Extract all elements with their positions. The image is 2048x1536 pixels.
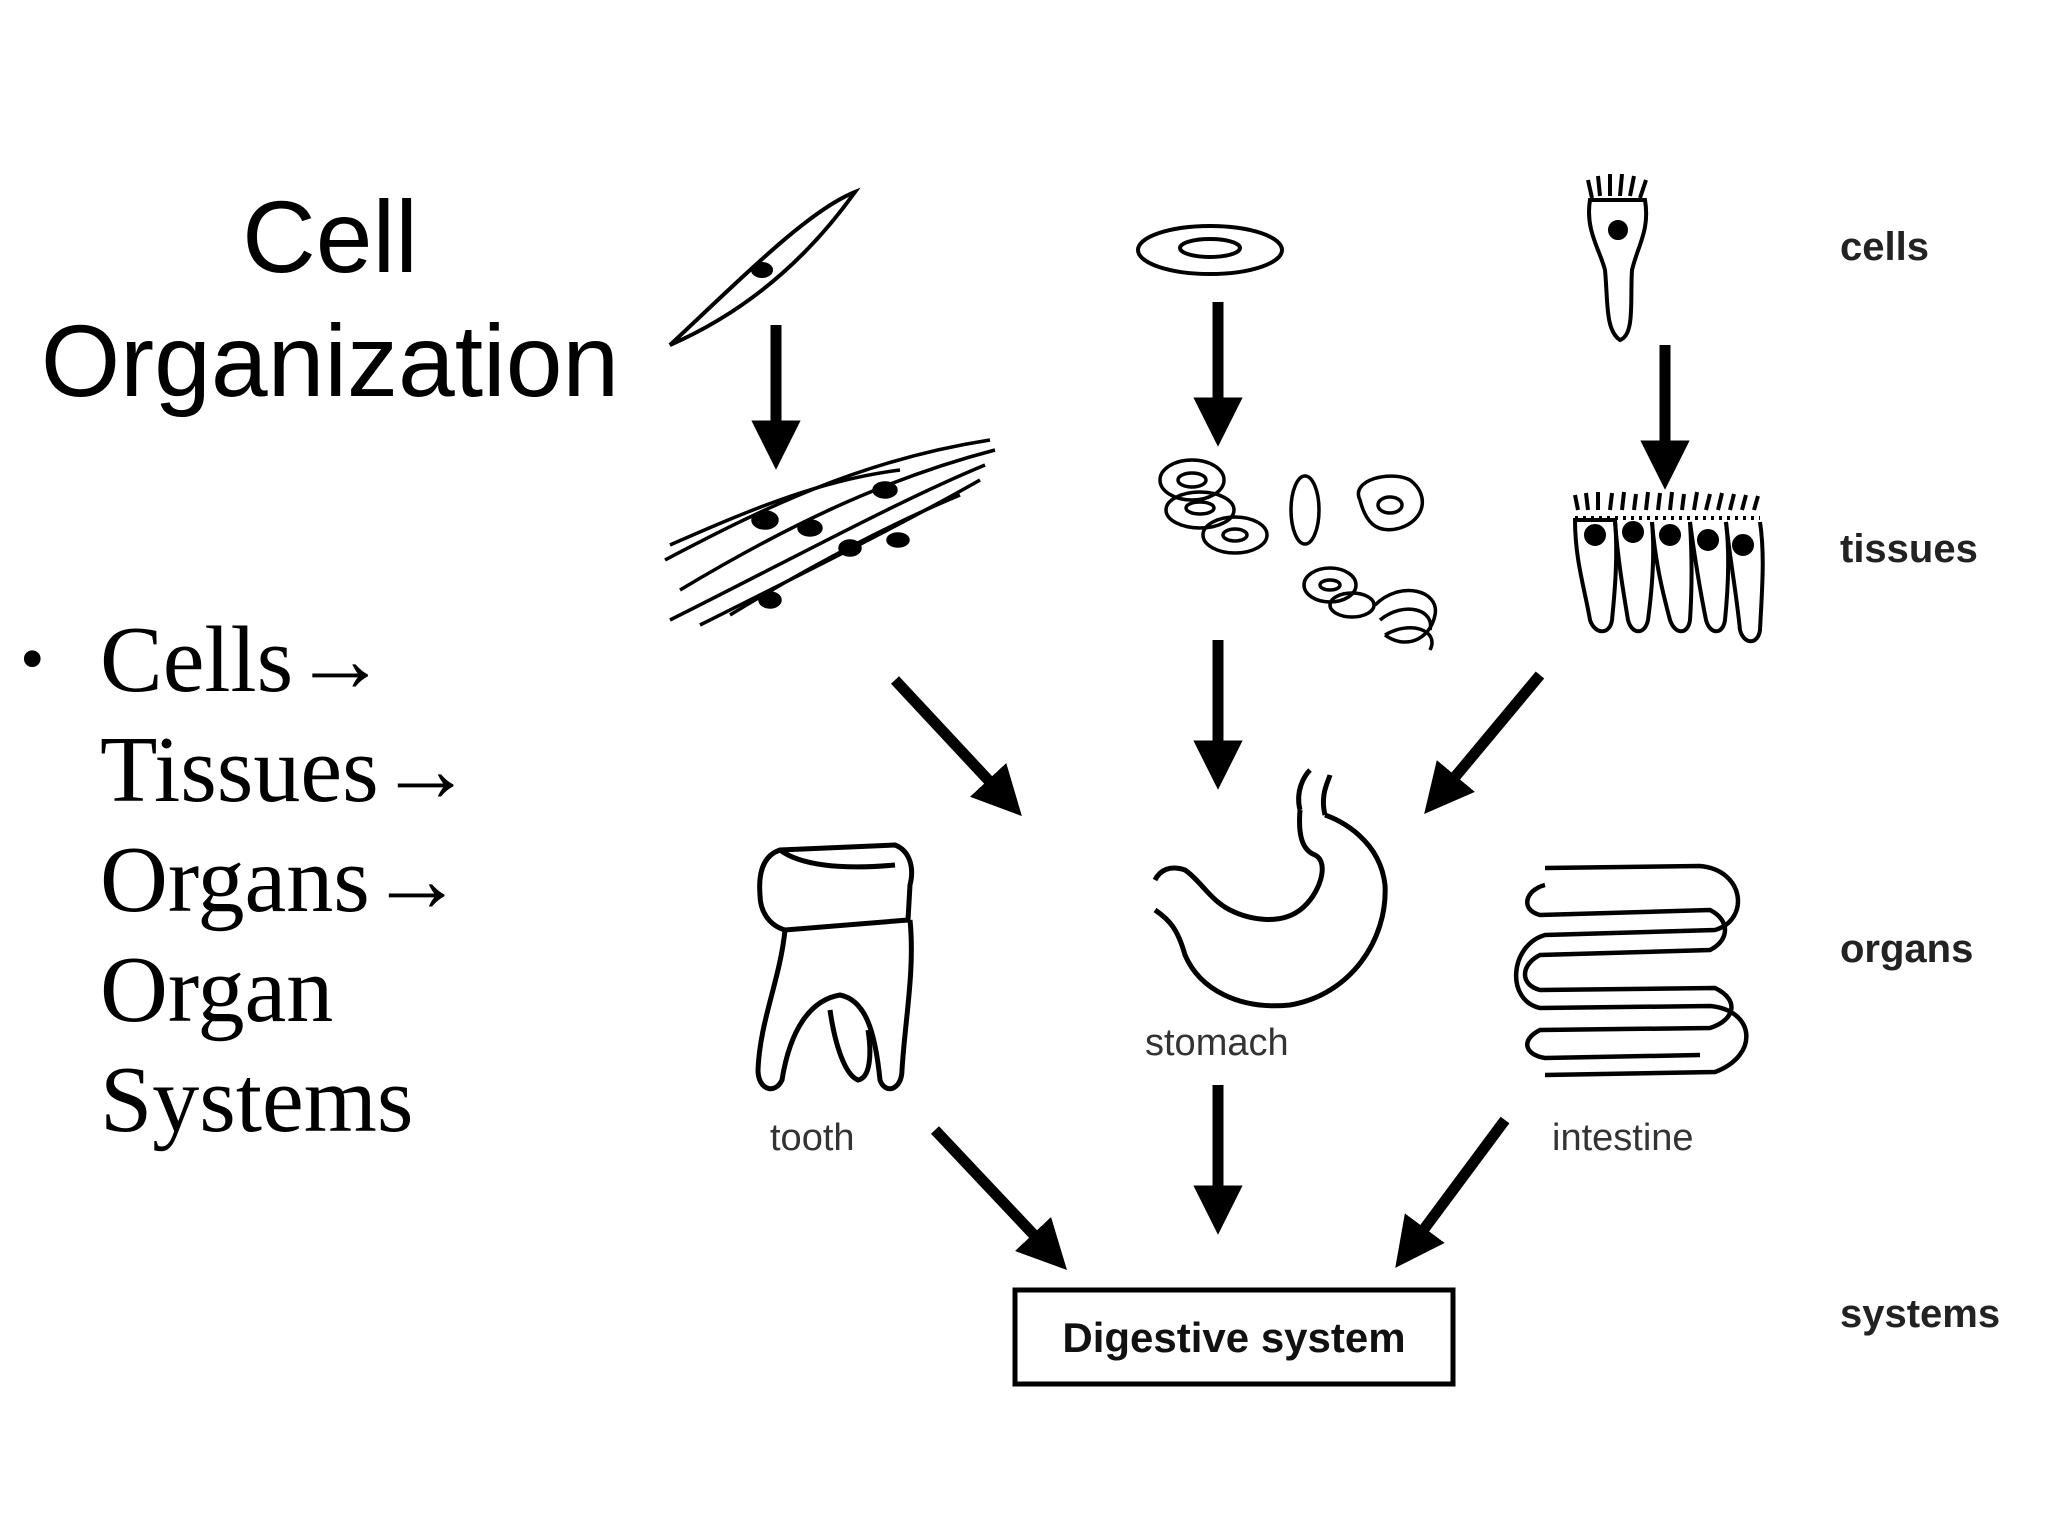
slide-title: Cell Organization bbox=[20, 175, 640, 423]
organ-label-tooth: tooth bbox=[770, 1117, 855, 1159]
arrow-tissue-to-organ-3 bbox=[1424, 671, 1545, 815]
bullet-line-systems: Systems bbox=[100, 1048, 414, 1152]
level-label-systems: systems bbox=[1840, 1292, 2000, 1336]
stomach-icon bbox=[1152, 768, 1388, 1009]
arrow-tissue-to-organ-1 bbox=[890, 676, 1022, 817]
blood-cell-icon bbox=[1136, 224, 1284, 276]
digestive-system-box bbox=[1012, 1287, 1456, 1387]
muscle-tissue-icon bbox=[664, 438, 996, 627]
organ-label-stomach: stomach bbox=[1145, 1022, 1289, 1064]
bullet-line-cells: Cells→ bbox=[100, 608, 388, 712]
bullet-marker: • bbox=[20, 621, 45, 698]
slide-title-line-2: Organization bbox=[40, 304, 620, 418]
bullet-line-organs: Organs→ bbox=[100, 828, 464, 932]
bullet-line-organ: Organ bbox=[100, 938, 334, 1042]
bullet-text: Cells→ Tissues→ Organs→ Organ Systems bbox=[100, 605, 473, 1155]
arrow-organ-to-system-1 bbox=[930, 1126, 1067, 1271]
bullet-line-tissues: Tissues→ bbox=[100, 718, 473, 822]
blood-tissue-icon bbox=[1158, 458, 1438, 651]
digestive-system-label: Digestive system bbox=[1062, 1314, 1405, 1361]
organization-diagram: cells tissues organs systems bbox=[664, 173, 2000, 1387]
epithelial-tissue-icon bbox=[1572, 491, 1765, 644]
muscle-cell-icon bbox=[668, 187, 861, 347]
level-label-cells: cells bbox=[1840, 225, 1929, 269]
level-label-tissues: tissues bbox=[1840, 527, 1978, 571]
slide-title-line-1: Cell bbox=[242, 180, 418, 294]
intestine-icon bbox=[1514, 863, 1749, 1078]
organ-label-intestine: intestine bbox=[1552, 1117, 1694, 1159]
level-label-organs: organs bbox=[1840, 927, 1973, 971]
tooth-icon bbox=[755, 842, 915, 1092]
epithelial-cell-icon bbox=[1586, 173, 1649, 343]
arrow-organ-to-system-3 bbox=[1395, 1116, 1510, 1268]
